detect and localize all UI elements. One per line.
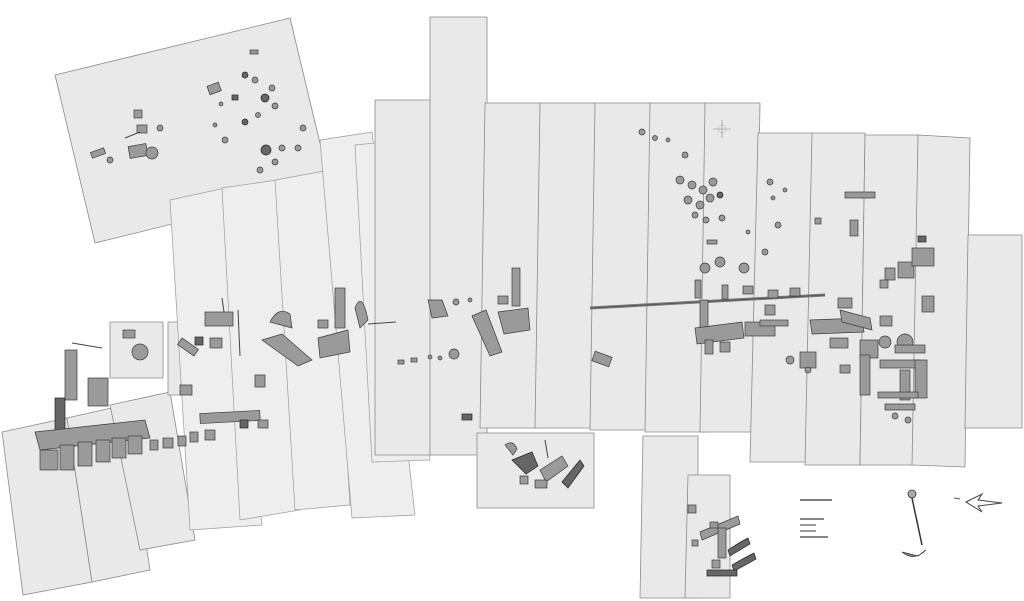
artifact-cluster-center bbox=[261, 267, 613, 421]
artifact-cluster-north-center bbox=[638, 128, 801, 300]
north-arrow-icon bbox=[953, 492, 1003, 513]
survey-sheet bbox=[429, 16, 488, 456]
survey-sheets bbox=[1, 16, 1023, 599]
survey-sheet bbox=[476, 432, 595, 509]
anchor-icon bbox=[901, 489, 927, 557]
artifact-cluster-east-center bbox=[694, 299, 789, 355]
survey-sheet bbox=[804, 132, 866, 466]
survey-sheet bbox=[911, 134, 971, 468]
survey-sheet bbox=[534, 102, 596, 429]
survey-sheet bbox=[859, 134, 919, 466]
survey-sheet bbox=[964, 234, 1023, 429]
survey-sheet bbox=[479, 102, 541, 429]
artifact-cluster-west bbox=[34, 297, 269, 471]
survey-sheet bbox=[644, 102, 706, 433]
legend-block bbox=[800, 499, 832, 538]
survey-sheet bbox=[374, 99, 433, 456]
artifact-cluster-south bbox=[504, 439, 585, 489]
survey-sheet bbox=[589, 102, 651, 431]
artifact-cluster-northwest bbox=[89, 49, 307, 174]
artifact-cluster-east bbox=[785, 191, 935, 424]
artifact-cluster-south-east bbox=[687, 504, 757, 577]
crosshair-icon bbox=[713, 120, 731, 138]
